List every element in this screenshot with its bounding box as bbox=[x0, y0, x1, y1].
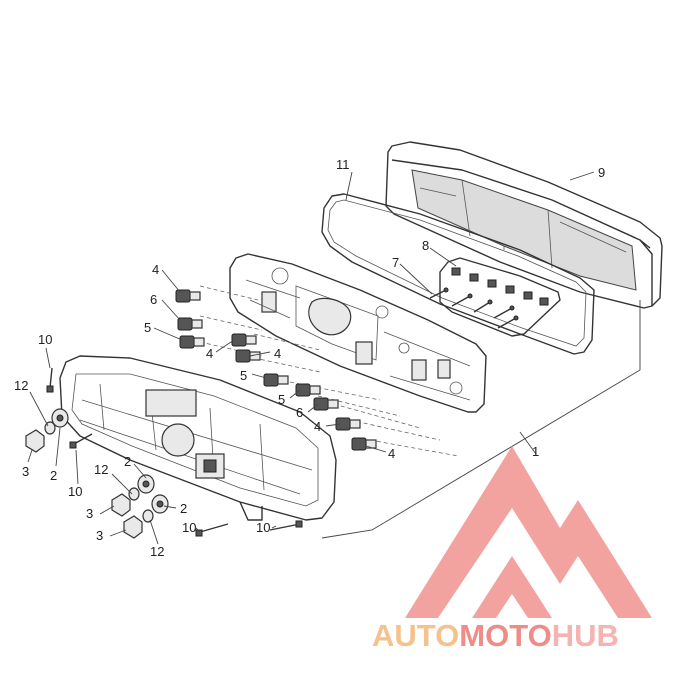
callout-12: 12 bbox=[94, 462, 108, 477]
callout-4: 4 bbox=[274, 346, 281, 361]
callout-12: 12 bbox=[150, 544, 164, 559]
bulb-sockets bbox=[175, 289, 377, 451]
watermark-logo-mark bbox=[405, 446, 652, 618]
callout-4: 4 bbox=[388, 446, 395, 461]
fastener-hardware bbox=[25, 367, 303, 539]
callout-4: 4 bbox=[152, 262, 159, 277]
gasket-part-11 bbox=[321, 193, 595, 355]
callout-5: 5 bbox=[278, 392, 285, 407]
circuit-board bbox=[229, 253, 487, 413]
pin-set-part-7 bbox=[429, 287, 519, 329]
watermark-wordmark: AUTOMOTOHUB bbox=[372, 618, 619, 654]
callout-2: 2 bbox=[180, 501, 187, 516]
callout-2: 2 bbox=[50, 468, 57, 483]
callout-4: 4 bbox=[206, 346, 213, 361]
callout-6: 6 bbox=[296, 405, 303, 420]
callout-5: 5 bbox=[144, 320, 151, 335]
callout-1: 1 bbox=[532, 444, 539, 459]
callout-9: 9 bbox=[598, 165, 605, 180]
leader-lines bbox=[27, 171, 595, 545]
watermark-hub: HUB bbox=[551, 618, 619, 653]
assembly-bracket bbox=[321, 300, 641, 539]
callout-11: 11 bbox=[336, 157, 350, 172]
callout-10: 10 bbox=[182, 520, 196, 535]
cover-frame-part-9 bbox=[385, 141, 663, 309]
watermark-auto: AUTO bbox=[372, 618, 460, 653]
callout-labels: 1 9 11 8 7 4 6 5 4 4 5 5 6 4 4 10 12 3 2… bbox=[14, 157, 605, 559]
callout-3: 3 bbox=[96, 528, 103, 543]
callout-10: 10 bbox=[38, 332, 52, 347]
callout-7: 7 bbox=[392, 255, 399, 270]
callout-4: 4 bbox=[314, 419, 321, 434]
callout-10: 10 bbox=[68, 484, 82, 499]
callout-2: 2 bbox=[124, 454, 131, 469]
callout-8: 8 bbox=[422, 238, 429, 253]
callout-5: 5 bbox=[240, 368, 247, 383]
callout-3: 3 bbox=[22, 464, 29, 479]
connector-strip-part-8 bbox=[439, 257, 561, 337]
callout-10: 10 bbox=[256, 520, 270, 535]
callout-6: 6 bbox=[150, 292, 157, 307]
callout-12: 12 bbox=[14, 378, 28, 393]
callout-3: 3 bbox=[86, 506, 93, 521]
watermark-moto: MOTO bbox=[459, 618, 552, 653]
rear-housing bbox=[59, 355, 337, 521]
